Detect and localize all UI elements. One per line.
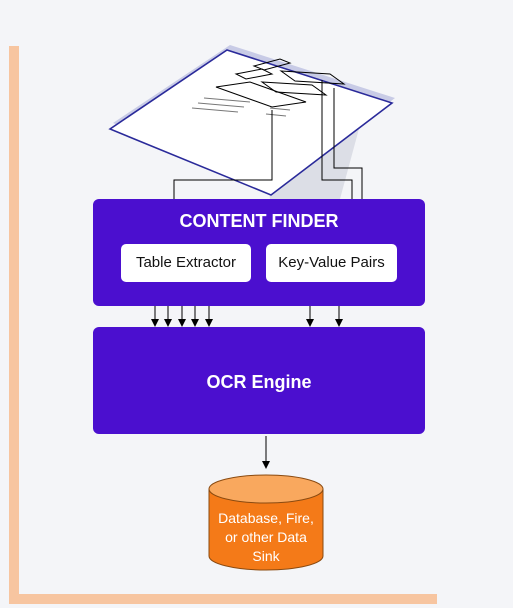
document-field <box>279 70 346 85</box>
key-value-pairs-box: Key-Value Pairs <box>266 244 397 282</box>
content-finder-panel: CONTENT FINDER Table Extractor Key-Value… <box>93 199 425 306</box>
content-finder-title: CONTENT FINDER <box>179 211 339 231</box>
document-field <box>252 58 292 71</box>
document-text-line <box>203 97 251 103</box>
document-text-line <box>191 107 239 113</box>
cylinder-top <box>208 474 324 504</box>
document-text-line <box>265 113 287 117</box>
document-field <box>215 81 307 108</box>
ocr-engine-panel: OCR Engine <box>93 327 425 434</box>
document-text-line <box>197 102 245 108</box>
document-sheet <box>108 49 394 196</box>
database-cylinder-icon <box>208 474 324 571</box>
document-text-line <box>269 107 291 111</box>
table-extractor-box: Table Extractor <box>121 244 251 282</box>
document-field <box>234 68 274 80</box>
ocr-engine-title: OCR Engine <box>206 372 312 392</box>
document-icon <box>108 45 395 196</box>
data-sink-label: Database, Fire, or other Data Sink <box>218 510 314 564</box>
document-field <box>260 81 328 96</box>
frame-bottom-bar <box>9 594 437 604</box>
frame-left-bar <box>9 46 19 604</box>
cylinder-body <box>208 488 324 571</box>
